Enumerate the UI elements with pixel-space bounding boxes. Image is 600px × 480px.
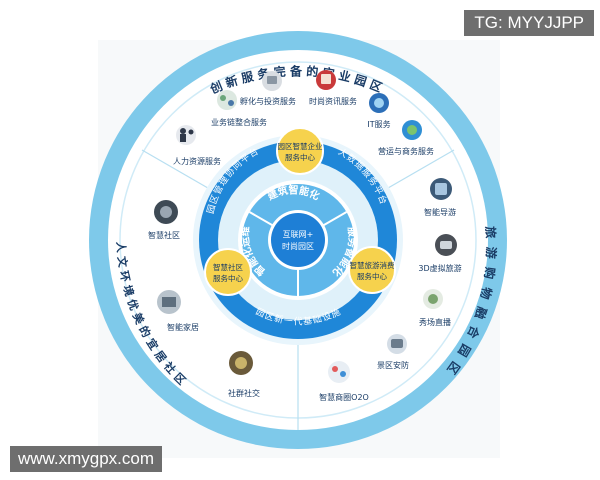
service-incubation: 孵化与投资服务 <box>240 71 296 106</box>
sector-divider-right <box>375 149 455 196</box>
service-smart-community: 智慧社区 <box>148 200 180 240</box>
service-label-live-show: 秀场直播 <box>419 317 451 327</box>
service-label-business-chain: 业务链整合服务 <box>211 117 267 127</box>
service-it: IT服务 <box>367 93 391 129</box>
o2o-icon <box>328 361 350 383</box>
service-label-o2o: 智慧商圈O2O <box>319 392 369 402</box>
tourism-center-line-1: 智慧旅游消费 <box>350 260 395 270</box>
business-chain-icon <box>217 90 237 110</box>
service-label-smart-community: 智慧社区 <box>148 230 180 240</box>
service-o2o: 智慧商圈O2O <box>319 361 369 402</box>
service-business-chain: 业务链整合服务 <box>211 90 267 127</box>
service-label-incubation: 孵化与投资服务 <box>240 96 296 106</box>
service-smart-home: 智能家居 <box>157 290 199 332</box>
enterprise-center-line-1: 园区智慧企业 <box>278 141 323 151</box>
core-line-2: 时尚园区 <box>282 241 314 251</box>
tourism-center-line-2: 服务中心 <box>357 271 387 281</box>
service-live-show: 秀场直播 <box>419 289 451 327</box>
service-operations: 营运与商务服务 <box>378 120 434 156</box>
service-security: 景区安防 <box>377 334 409 370</box>
tourism-service-center: 智慧旅游消费 服务中心 <box>348 246 396 294</box>
service-label-fashion-news: 时尚资讯服务 <box>309 96 357 106</box>
service-social: 社群社交 <box>228 351 260 398</box>
inner-label-top: 建筑智能化 <box>264 183 321 203</box>
sector-divider-left <box>141 149 221 196</box>
service-label-it: IT服务 <box>367 119 390 129</box>
service-label-security: 景区安防 <box>377 360 409 370</box>
core <box>271 213 325 267</box>
service-label-operations: 营运与商务服务 <box>378 146 434 156</box>
service-fashion-news: 时尚资讯服务 <box>309 70 357 106</box>
core-line-1: 互联网+ <box>283 230 314 239</box>
enterprise-center-line-2: 服务中心 <box>285 152 315 162</box>
community-center-line-1: 智慧社区 <box>213 262 243 272</box>
community-center-line-2: 服务中心 <box>213 273 243 283</box>
service-3d-tour: 3D虚拟旅游 <box>418 234 462 273</box>
service-label-3d-tour: 3D虚拟旅游 <box>418 263 461 273</box>
service-smart-guide: 智能导游 <box>424 178 456 217</box>
service-label-social: 社群社交 <box>228 388 260 398</box>
watermark-url: www.xmygpx.com <box>10 446 163 472</box>
community-service-center: 智慧社区 服务中心 <box>204 248 252 296</box>
enterprise-service-center: 园区智慧企业 服务中心 <box>276 127 324 175</box>
service-label-hr: 人力资源服务 <box>173 156 221 166</box>
watermark-telegram: TG: MYYJJPP <box>464 10 594 36</box>
service-label-smart-guide: 智能导游 <box>424 207 456 217</box>
service-hr: 人力资源服务 <box>173 125 221 166</box>
service-label-smart-home: 智能家居 <box>167 322 199 332</box>
